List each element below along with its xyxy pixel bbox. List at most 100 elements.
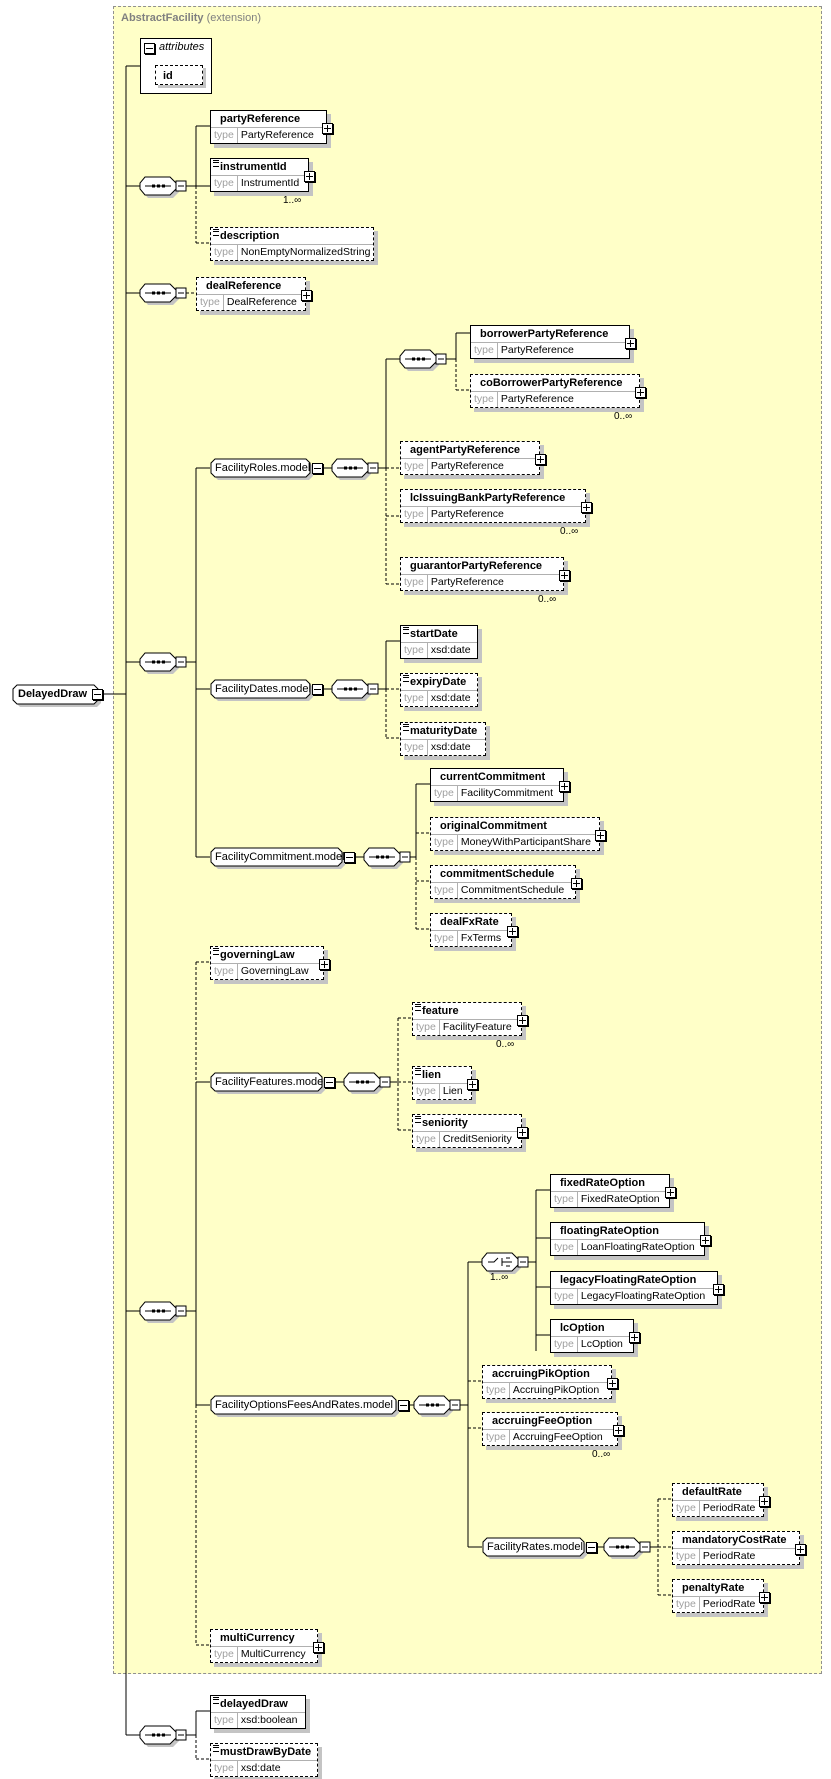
- expand-icon[interactable]: [322, 123, 333, 134]
- choice-compositor[interactable]: [481, 1252, 529, 1274]
- expand-icon[interactable]: [313, 1642, 324, 1653]
- expand-icon[interactable]: [571, 878, 582, 889]
- group-name: FacilityFeatures.model: [215, 1076, 326, 1088]
- group-roles[interactable]: FacilityRoles.model: [210, 458, 323, 480]
- sequence-compositor[interactable]: [363, 847, 411, 869]
- group-dates[interactable]: FacilityDates.model: [210, 679, 323, 701]
- expand-icon[interactable]: [625, 338, 636, 349]
- sequence-compositor[interactable]: [139, 1725, 187, 1747]
- expand-icon[interactable]: [700, 1235, 711, 1246]
- collapse-icon[interactable]: [312, 463, 323, 474]
- expand-icon[interactable]: [507, 926, 518, 937]
- group-name: FacilityOptionsFeesAndRates.model: [215, 1399, 393, 1411]
- sequence-compositor[interactable]: [139, 176, 187, 198]
- group-features[interactable]: FacilityFeatures.model: [210, 1072, 335, 1094]
- group-rates[interactable]: FacilityRates.model: [482, 1537, 597, 1559]
- expand-icon[interactable]: [301, 290, 312, 301]
- expand-icon[interactable]: [607, 1378, 618, 1389]
- collapse-icon[interactable]: [92, 689, 103, 700]
- documentation-icon: [403, 627, 409, 634]
- sequence-compositor[interactable]: [331, 679, 379, 701]
- expand-icon[interactable]: [559, 781, 570, 792]
- expand-icon[interactable]: [581, 502, 592, 513]
- expand-icon[interactable]: [759, 1496, 770, 1507]
- expand-icon[interactable]: [713, 1284, 724, 1295]
- expand-icon[interactable]: [613, 1425, 624, 1436]
- expand-icon[interactable]: [795, 1544, 806, 1555]
- group-options[interactable]: FacilityOptionsFeesAndRates.model: [210, 1395, 409, 1417]
- attribute-id[interactable]: id: [155, 65, 203, 85]
- expand-icon[interactable]: [517, 1127, 528, 1138]
- type-key: type: [211, 176, 238, 191]
- expand-icon[interactable]: [629, 1332, 640, 1343]
- group-name: FacilityRates.model: [487, 1541, 583, 1553]
- collapse-icon[interactable]: [324, 1077, 335, 1088]
- expand-icon[interactable]: [665, 1187, 676, 1198]
- sequence-compositor[interactable]: [343, 1072, 391, 1094]
- cardinality-label: 0..∞: [592, 1449, 611, 1460]
- expand-icon[interactable]: [559, 570, 570, 581]
- expand-icon[interactable]: [635, 387, 646, 398]
- sequence-compositor[interactable]: [139, 1301, 187, 1323]
- collapse-icon[interactable]: [144, 43, 155, 54]
- expand-icon[interactable]: [759, 1592, 770, 1603]
- type-key: type: [413, 1132, 440, 1147]
- expand-icon[interactable]: [517, 1015, 528, 1026]
- sequence-compositor[interactable]: [331, 458, 379, 480]
- collapse-icon[interactable]: [312, 684, 323, 695]
- group-commitment[interactable]: FacilityCommitment.model: [210, 847, 355, 869]
- root-element[interactable]: DelayedDraw: [12, 684, 103, 707]
- element-name: currentCommitment: [431, 769, 563, 786]
- collapse-icon[interactable]: [398, 1400, 409, 1411]
- expand-icon[interactable]: [304, 171, 315, 182]
- sequence-compositor[interactable]: [399, 349, 447, 371]
- collapse-icon[interactable]: [344, 852, 355, 863]
- expand-icon[interactable]: [319, 959, 330, 970]
- sequence-compositor[interactable]: [603, 1537, 651, 1559]
- sequence-compositor[interactable]: [139, 283, 187, 305]
- expand-icon[interactable]: [467, 1079, 478, 1090]
- sequence-compositor[interactable]: [139, 652, 187, 674]
- expand-icon[interactable]: [595, 830, 606, 841]
- element-name: instrumentId: [211, 159, 308, 176]
- expand-icon[interactable]: [535, 454, 546, 465]
- collapse-icon[interactable]: [586, 1542, 597, 1553]
- sequence-compositor[interactable]: [413, 1395, 461, 1417]
